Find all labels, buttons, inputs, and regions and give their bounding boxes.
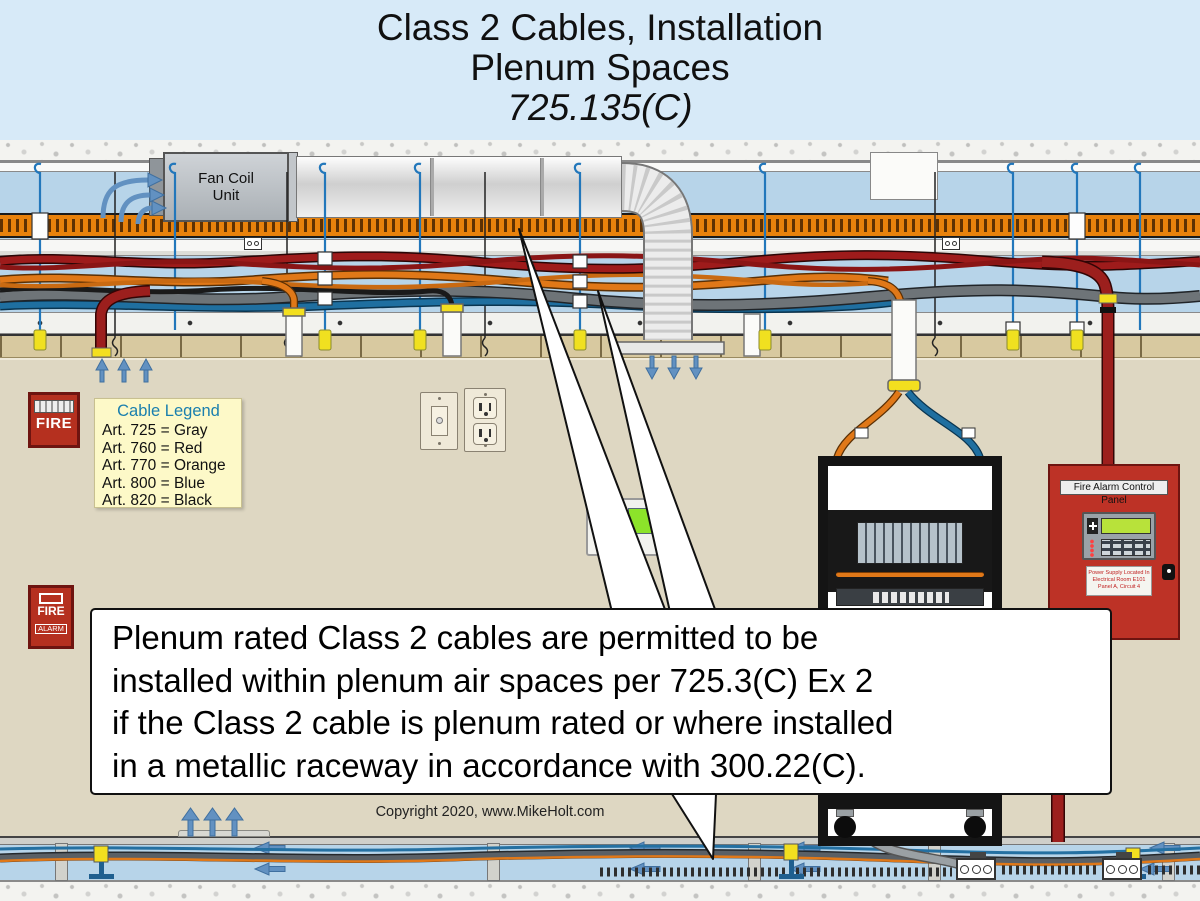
callout-line2: installed within plenum air spaces per 7… [112, 661, 874, 699]
legend-entry: Art. 760 = Red [102, 439, 203, 457]
comm-outlet-plate [420, 392, 458, 450]
facp-status-leds [1088, 539, 1098, 557]
duct-seam [540, 158, 544, 216]
raised-floor-slab [0, 836, 1200, 845]
rack-wheel [964, 816, 986, 838]
rail-junction-box [244, 237, 262, 250]
floor-pedestal [487, 843, 500, 881]
callout-line1: Plenum rated Class 2 cables are permitte… [112, 619, 819, 656]
legend-entry: Art. 725 = Gray [102, 422, 208, 439]
facp-lock [1162, 564, 1175, 580]
fan-coil-unit: Fan Coil Unit [163, 152, 289, 222]
facp-nav-buttons [1087, 518, 1098, 534]
title-line1: Class 2 Cables, Installation [376, 7, 824, 48]
thermostat [586, 498, 662, 556]
plenum-junction-box [870, 152, 938, 200]
floor-grille-left [178, 830, 270, 837]
floor-pedestal [1162, 843, 1175, 881]
suspended-ceiling-tiles [0, 334, 1200, 358]
cable-legend-title: Cable Legend [117, 402, 220, 420]
pull-handle [39, 593, 63, 604]
duct-seam [430, 158, 434, 216]
facp-lcd-display [1101, 518, 1151, 534]
thermostat-display [628, 508, 654, 534]
middle-support-rail [0, 239, 1200, 256]
copyright-text: Copyright 2020, www.MikeHolt.com [375, 804, 605, 820]
switch-ports [873, 592, 949, 603]
patch-cable-run [836, 572, 984, 577]
fire-alarm-pull-station: FIRE ALARM [28, 585, 74, 649]
rail-junction-box [942, 237, 960, 250]
facp-title: Fire Alarm Control Panel [1060, 480, 1168, 506]
callout-line4: in a metallic raceway in accordance with… [112, 746, 866, 784]
underfloor-plenum [0, 845, 1200, 881]
pull-station-label-line2: ALARM [35, 624, 67, 634]
pull-station-label-line1: FIRE [37, 604, 65, 618]
floor-pedestal [748, 843, 761, 881]
facp-key-grid [1101, 539, 1151, 556]
legend-entry: Art. 820 = Black [102, 492, 212, 509]
underfloor-junction-box [956, 858, 996, 880]
concrete-slab-bottom [0, 880, 1200, 901]
fan-coil-label-line1: Fan Coil [198, 170, 254, 187]
supply-air-duct [296, 156, 622, 218]
legend-entry: Art. 770 = Orange [102, 457, 226, 474]
fire-horn-strobe: FIRE [28, 392, 80, 448]
duplex-receptacle [464, 388, 506, 452]
underfloor-junction-box [1102, 858, 1142, 880]
cable-legend: Cable Legend Art. 725 = Gray Art. 760 = … [94, 398, 242, 509]
network-switch [836, 588, 984, 606]
patch-panel-section [828, 510, 992, 592]
title-line3: 725.135(C) [507, 87, 693, 128]
floor-pedestal [55, 843, 68, 881]
legend-entry: Art. 800 = Blue [102, 474, 205, 492]
fire-horn-label: FIRE [35, 415, 73, 432]
facp-supply-label: Power Supply Located In Electrical Room … [1086, 566, 1152, 596]
title-line2: Plenum Spaces [470, 47, 730, 88]
lower-support-strut [0, 312, 1200, 334]
floor-pedestal [928, 843, 941, 881]
title-band [0, 0, 1200, 140]
strobe-bar [34, 400, 74, 413]
fan-coil-label-line2: Unit [212, 187, 240, 204]
patch-panel-modules [857, 522, 963, 564]
page-title: Class 2 Cables, Installation Plenum Spac… [0, 8, 1200, 128]
callout-line3: if the Class 2 cable is plenum rated or … [112, 704, 894, 741]
facp-keypad [1082, 512, 1156, 560]
callout-box: Plenum rated Class 2 cables are permitte… [90, 608, 1112, 795]
fan-coil-end-cap [149, 158, 164, 216]
